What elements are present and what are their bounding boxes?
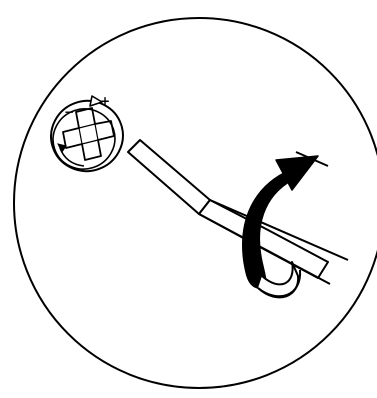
minus-symbol: −	[64, 105, 74, 119]
plus-symbol: +	[100, 94, 110, 108]
